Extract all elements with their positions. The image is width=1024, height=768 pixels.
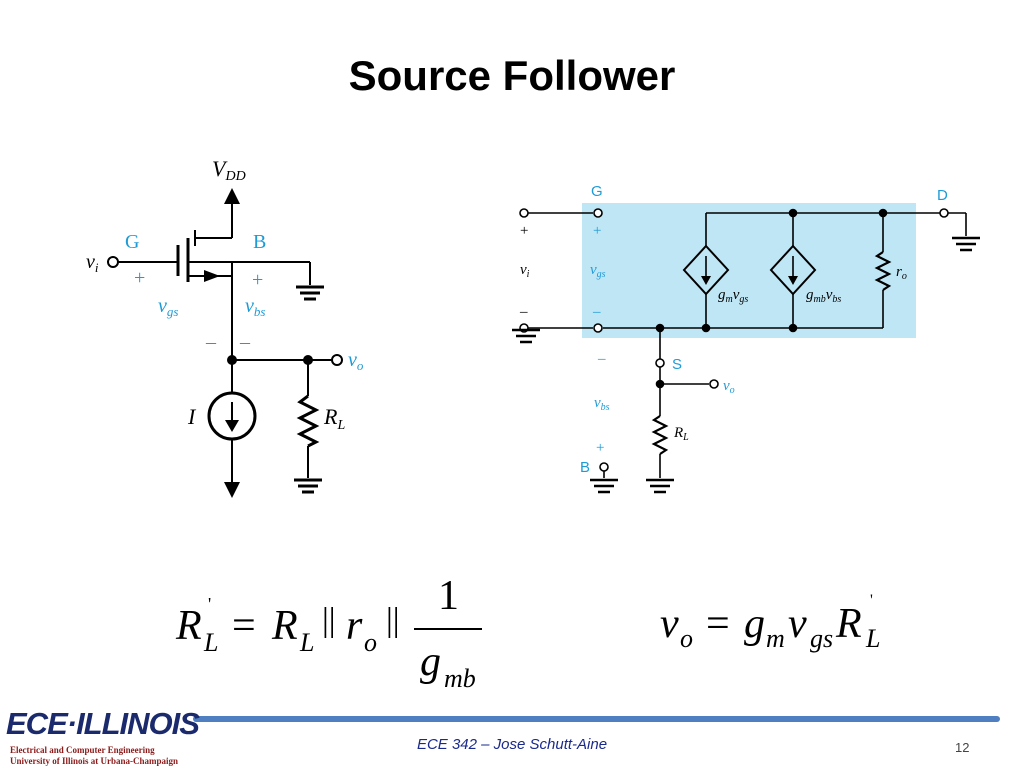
- svg-text:VDD: VDD: [212, 156, 246, 184]
- right-rl-label: R: [673, 425, 683, 441]
- right-plus-bs: +: [596, 440, 604, 456]
- logo-dept-line: Electrical and Computer Engineering: [10, 745, 155, 755]
- right-vgs-label: v: [590, 262, 597, 278]
- eq-left-r2-sub: o: [364, 628, 377, 657]
- small-signal-model-box: [582, 203, 916, 338]
- eq-left-numerator: 1: [438, 573, 459, 619]
- eq-left-lhs: R: [176, 603, 202, 649]
- svg-text:ro: ro: [896, 264, 907, 282]
- eq-left-par2: ||: [386, 602, 400, 639]
- equation-vo: v o = g m v gs R ' L: [660, 592, 900, 662]
- vdd-label: V: [212, 156, 228, 181]
- left-vgs-label: v: [158, 295, 167, 317]
- slide-title: Source Follower: [348, 52, 676, 99]
- eq-left-r1-sub: L: [300, 628, 315, 657]
- eq-right-lhs: v: [660, 601, 679, 647]
- right-vi-label: v: [520, 262, 527, 278]
- current-label: I: [187, 404, 197, 429]
- right-circuit: [512, 208, 980, 494]
- eq-left-denominator-sub: mb: [444, 664, 476, 693]
- svg-text:vgs: vgs: [590, 262, 606, 280]
- svg-text:vi: vi: [86, 251, 99, 275]
- right-drain-label: D: [937, 187, 948, 204]
- right-minus-i: –: [519, 304, 528, 320]
- right-minus-bs: –: [597, 351, 606, 367]
- svg-text:vi: vi: [520, 262, 530, 280]
- left-rl-label: R: [323, 404, 338, 429]
- left-circuit: [107, 188, 343, 498]
- left-minus-gs: –: [205, 331, 217, 353]
- equation-rl-prime: R ' L = R L || r o || 1 g mb: [176, 573, 496, 693]
- right-source-label: S: [672, 356, 682, 373]
- vo-terminal: [331, 354, 343, 366]
- vi-terminal: [107, 256, 119, 268]
- eq-left-r1: R: [272, 603, 298, 649]
- right-vo-label: v: [723, 378, 730, 394]
- svg-text:RL: RL: [323, 404, 345, 433]
- right-minus-gs: –: [592, 304, 601, 320]
- svg-text:vbs: vbs: [245, 295, 265, 319]
- left-gate-label: G: [125, 231, 139, 253]
- right-labels: G D + + vi vgs – – gmvgs gmbvbs ro – S v…: [519, 183, 948, 476]
- vdd-arrow: [224, 188, 240, 204]
- eq-right-r: R: [836, 601, 862, 647]
- eq-left-denominator: g: [420, 639, 441, 685]
- right-vbs-label: v: [594, 395, 601, 411]
- right-plus-i: +: [520, 223, 528, 239]
- left-plus-gs: +: [134, 267, 145, 289]
- left-vi-label: v: [86, 251, 95, 273]
- svg-text:vbs: vbs: [594, 395, 610, 413]
- left-body-label: B: [253, 231, 266, 253]
- footer-course-label: ECE 342 – Jose Schutt-Aine: [416, 736, 608, 753]
- svg-text:vo: vo: [723, 378, 735, 396]
- rl-resistor: [296, 394, 320, 448]
- left-plus-bs: +: [252, 269, 263, 291]
- left-vbs-label: v: [245, 295, 254, 317]
- svg-text:vo: vo: [348, 349, 364, 373]
- ro-label: r: [896, 264, 902, 280]
- left-vo-label: v: [348, 349, 357, 371]
- eq-right-r-sub: L: [866, 624, 881, 653]
- eq-right-prime: ': [870, 592, 873, 609]
- logo-university-line: University of Illinois at Urbana-Champai…: [10, 756, 179, 766]
- eq-right-equals: =: [706, 601, 730, 647]
- eq-left-par1: ||: [322, 602, 336, 639]
- eq-left-lhs-sub: L: [204, 628, 219, 657]
- svg-text:RL: RL: [673, 425, 689, 443]
- svg-text:gmvgs: gmvgs: [718, 287, 748, 305]
- gmb-label: g: [806, 287, 814, 303]
- footer-bar: [193, 716, 1000, 722]
- eq-left-equals: =: [232, 603, 256, 649]
- eq-right-g: g: [744, 601, 765, 647]
- fraction-bar: [414, 628, 482, 630]
- right-body-label: B: [580, 459, 590, 476]
- right-plus-gs: +: [593, 223, 601, 239]
- eq-right-v-sub: gs: [810, 624, 834, 653]
- left-minus-bs: –: [239, 331, 251, 353]
- left-labels: VDD G B vi + + vgs vbs – – vo I RL: [86, 156, 364, 433]
- gm-label: g: [718, 287, 726, 303]
- page-number: 12: [955, 740, 970, 755]
- eq-left-prime: ': [208, 594, 212, 614]
- eq-right-lhs-sub: o: [680, 624, 693, 653]
- eq-left-r2: r: [346, 603, 363, 649]
- eq-right-v: v: [788, 601, 807, 647]
- svg-text:vgs: vgs: [158, 295, 178, 319]
- right-gate-label: G: [591, 183, 603, 200]
- svg-text:gmbvbs: gmbvbs: [806, 287, 841, 305]
- ece-illinois-logo: ECE·ILLINOIS: [6, 706, 200, 741]
- eq-right-g-sub: m: [766, 624, 785, 653]
